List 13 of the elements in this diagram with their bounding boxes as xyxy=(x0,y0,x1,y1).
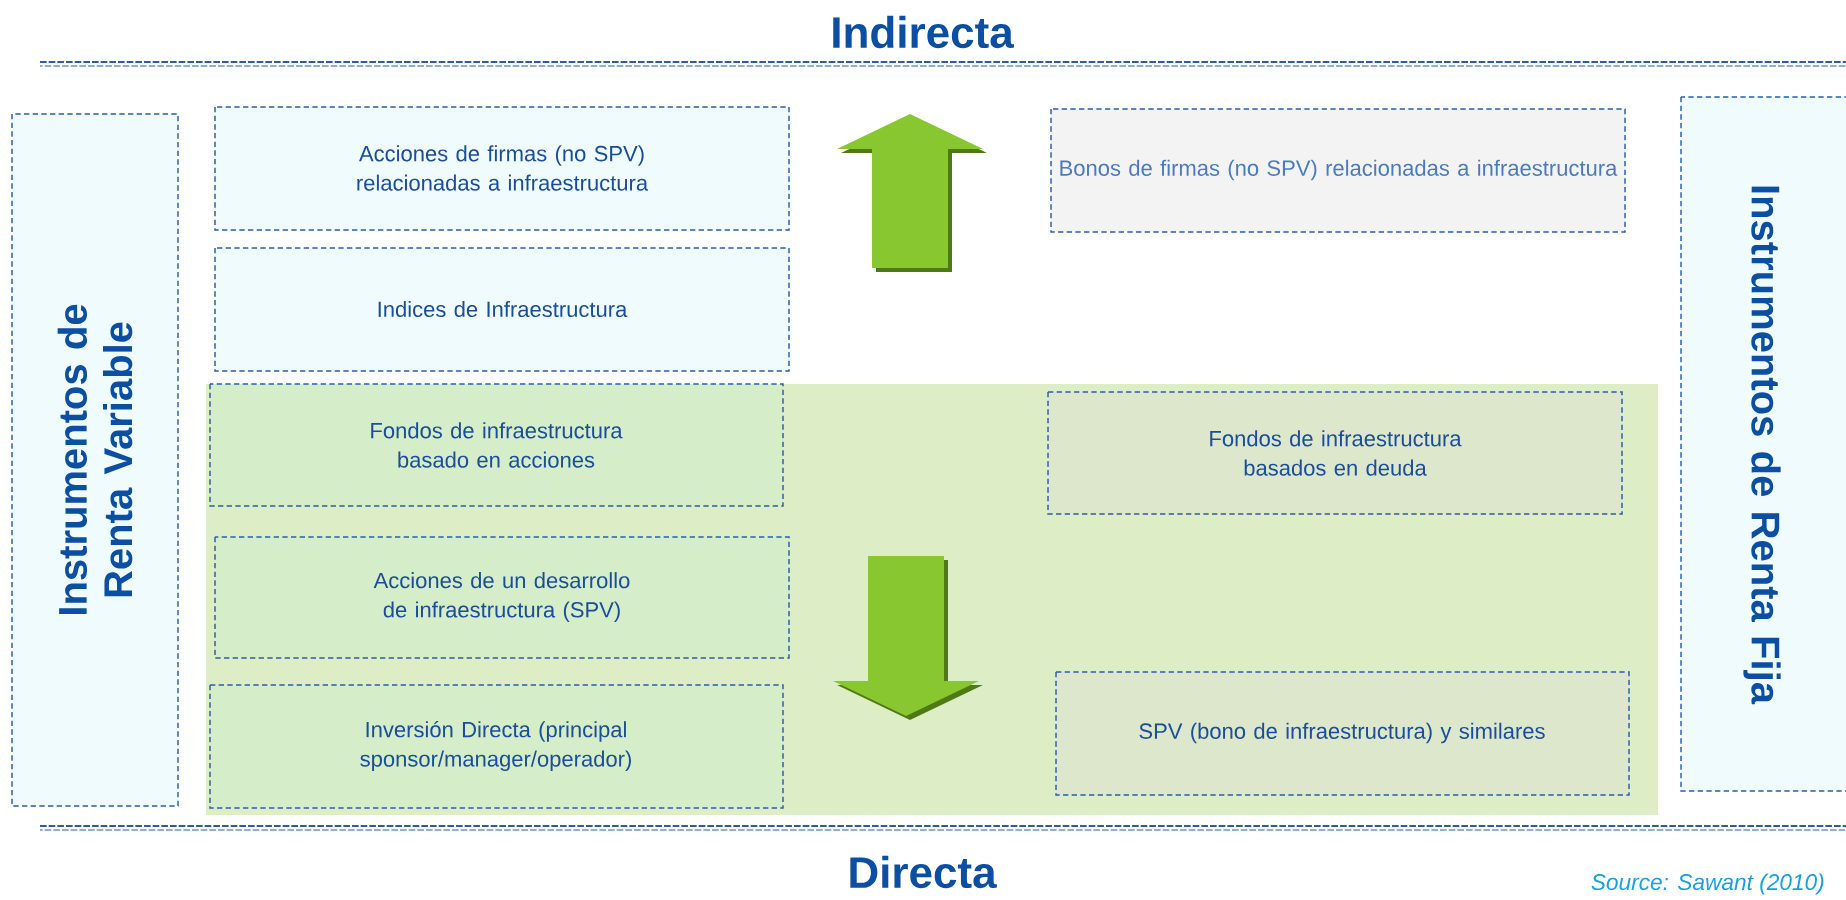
source-note: Source: Sawant (2010) xyxy=(1591,873,1824,895)
heading: Indirecta xyxy=(833,15,1014,49)
text-box: Acciones de un desarrollo de infraestructura (SPV) xyxy=(214,536,790,659)
text-box: Indices de Infraestructura xyxy=(214,247,790,372)
text-box: Instrumentos de Renta Variable xyxy=(11,113,179,807)
text-box: Instrumentos de Renta Fija xyxy=(1680,96,1846,792)
text-box: Fondos de infraestructura basados en deuda xyxy=(1047,391,1623,515)
text-box: Fondos de infraestructura basado en acciones xyxy=(209,383,784,507)
text-box: Inversión Directa (principal sponsor/manager/operador) xyxy=(209,684,784,809)
text-box: SPV (bono de infraestructura) y similares xyxy=(1055,671,1630,796)
heading: Directa xyxy=(850,855,997,889)
text-box: Bonos de firmas (no SPV) relacionadas a infraestructura xyxy=(1050,108,1626,233)
text-box: Acciones de firmas (no SPV) relacionadas a infraestructura xyxy=(214,106,790,231)
